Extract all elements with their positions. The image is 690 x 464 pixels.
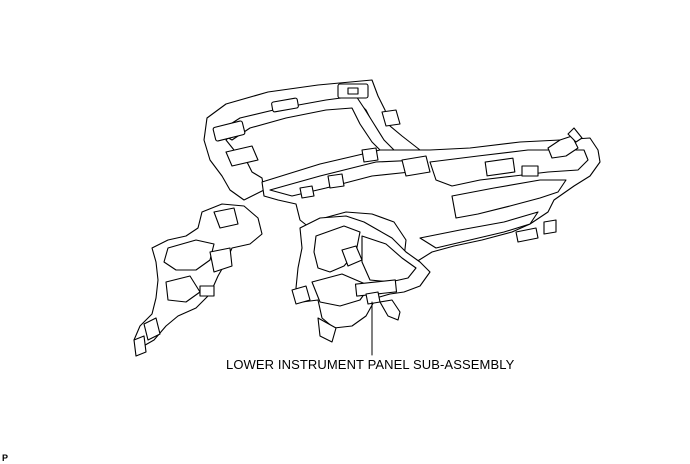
cross-beam xyxy=(261,127,601,263)
figure-code: P xyxy=(2,453,9,463)
left-bracket xyxy=(133,203,263,357)
upper-frame xyxy=(203,79,433,201)
center-frame xyxy=(291,215,431,343)
callout-label: LOWER INSTRUMENT PANEL SUB-ASSEMBLY xyxy=(226,357,515,372)
